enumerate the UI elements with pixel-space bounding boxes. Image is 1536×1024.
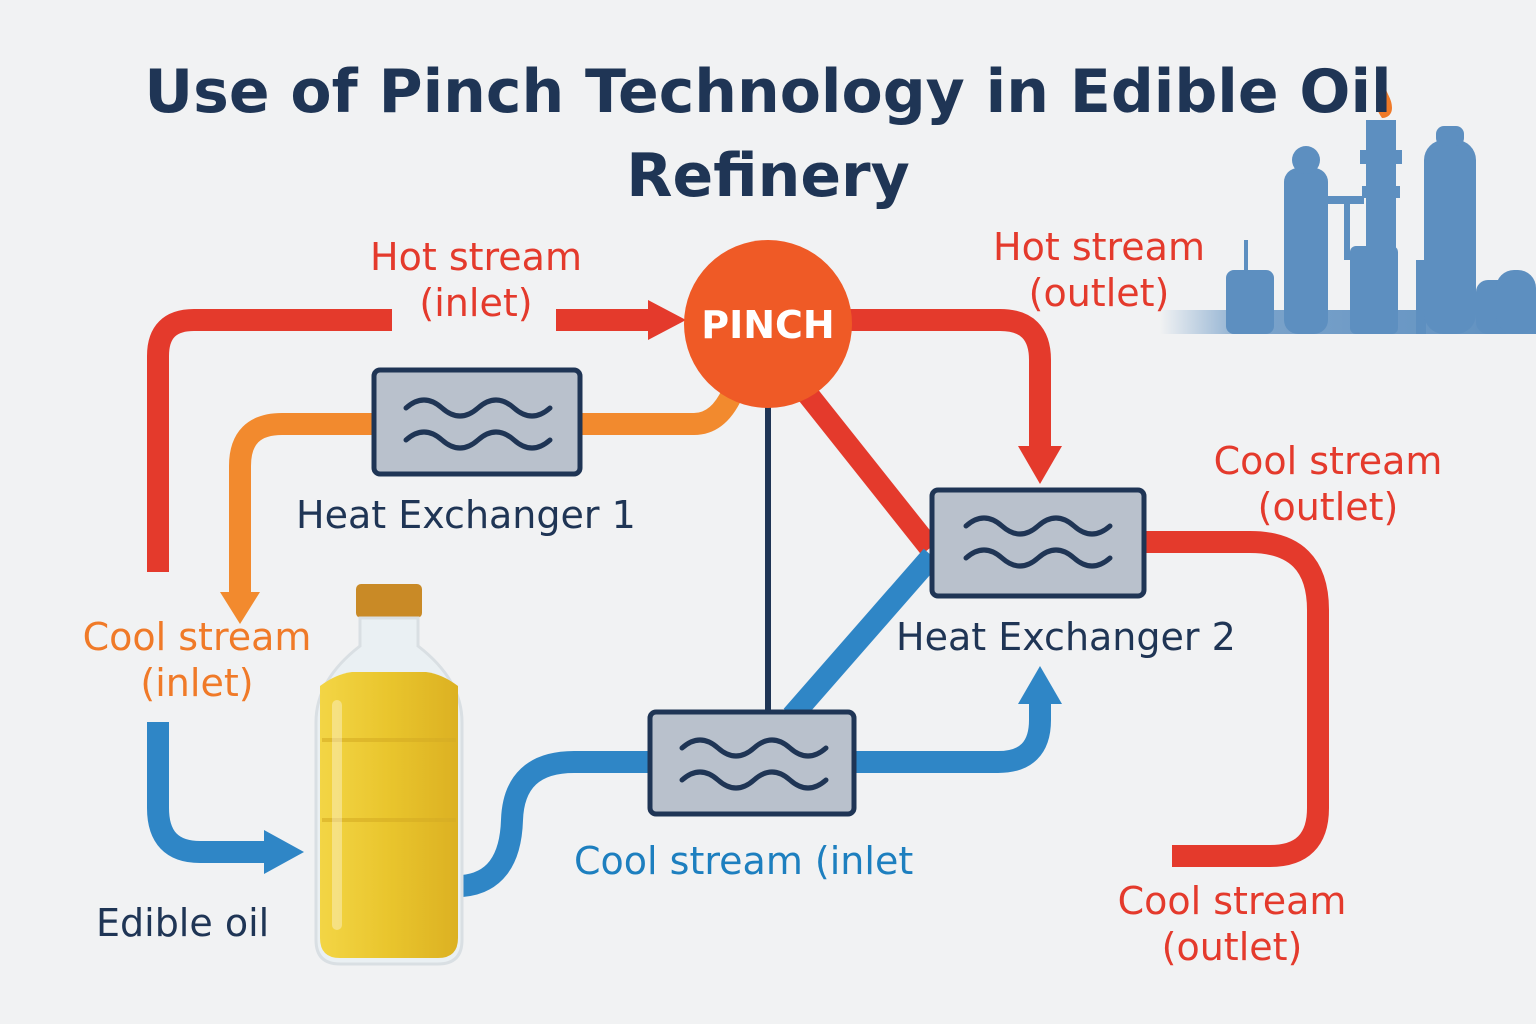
hot-stream-outlet-label: Hot stream (outlet) — [964, 224, 1234, 317]
hot-outlet-line1: Hot stream — [993, 225, 1205, 269]
pinch-node — [684, 240, 852, 408]
cool-inlet-left-line2: (inlet) — [140, 661, 254, 706]
cool-stream-outlet-loop — [1144, 531, 1329, 867]
hot-inlet-arrow-icon — [648, 300, 686, 340]
heat-exchanger-2-icon — [929, 487, 1147, 599]
to-bottle-arrow-icon — [264, 830, 304, 874]
edible-oil-bottle-icon — [314, 584, 464, 966]
heat-exchanger-1-label: Heat Exchanger 1 — [296, 493, 636, 537]
cool-stream-inlet-orange-pipe — [220, 388, 742, 624]
up-arrow-icon — [1018, 666, 1062, 704]
page-title: Use of Pinch Technology in Edible Oil Re… — [144, 57, 1392, 211]
cool-outlet-bottom-line2: (outlet) — [1161, 925, 1303, 970]
hot-outlet-arrow-icon — [1018, 446, 1062, 484]
exchanger3-to-hx2-return-pipe — [852, 666, 1062, 773]
heat-exchanger-1-icon — [371, 367, 583, 477]
cool-inlet-left-line1: Cool stream — [82, 615, 312, 659]
hot-outlet-line2: (outlet) — [1028, 271, 1170, 316]
cool-outlet-top-line1: Cool stream — [1213, 439, 1443, 483]
cool-stream-inlet-left-label: Cool stream (inlet) — [62, 614, 332, 707]
refinery-icon — [1160, 82, 1536, 334]
cool-outlet-top-line2: (outlet) — [1257, 485, 1399, 530]
hot-stream-inlet-label: Hot stream (inlet) — [336, 234, 616, 327]
cool-outlet-bottom-line1: Cool stream — [1117, 879, 1347, 923]
hot-stream-outlet-pipe — [848, 309, 1062, 484]
hot-inlet-line1: Hot stream — [370, 235, 582, 279]
hot-inlet-line2: (inlet) — [419, 281, 533, 326]
heat-exchanger-3-icon — [647, 709, 857, 817]
cool-inlet-down-arrow-icon — [220, 592, 260, 624]
cool-stream-to-bottle-pipe — [147, 722, 304, 874]
cool-stream-inlet-bottom-label: Cool stream (inlet — [574, 839, 914, 883]
pinch-to-hx2-pipe — [797, 385, 939, 555]
bottle-to-exchanger3-pipe — [460, 751, 652, 897]
cool-stream-outlet-top-label: Cool stream (outlet) — [1190, 438, 1466, 531]
pinch-label: PINCH — [701, 303, 835, 347]
edible-oil-label: Edible oil — [96, 901, 270, 945]
exchanger3-to-hx2-pipe — [783, 548, 941, 724]
cool-stream-outlet-bottom-label: Cool stream (outlet) — [1094, 878, 1370, 971]
hot-stream-inlet-pipe — [147, 300, 686, 572]
heat-exchanger-2-label: Heat Exchanger 2 — [896, 615, 1236, 659]
